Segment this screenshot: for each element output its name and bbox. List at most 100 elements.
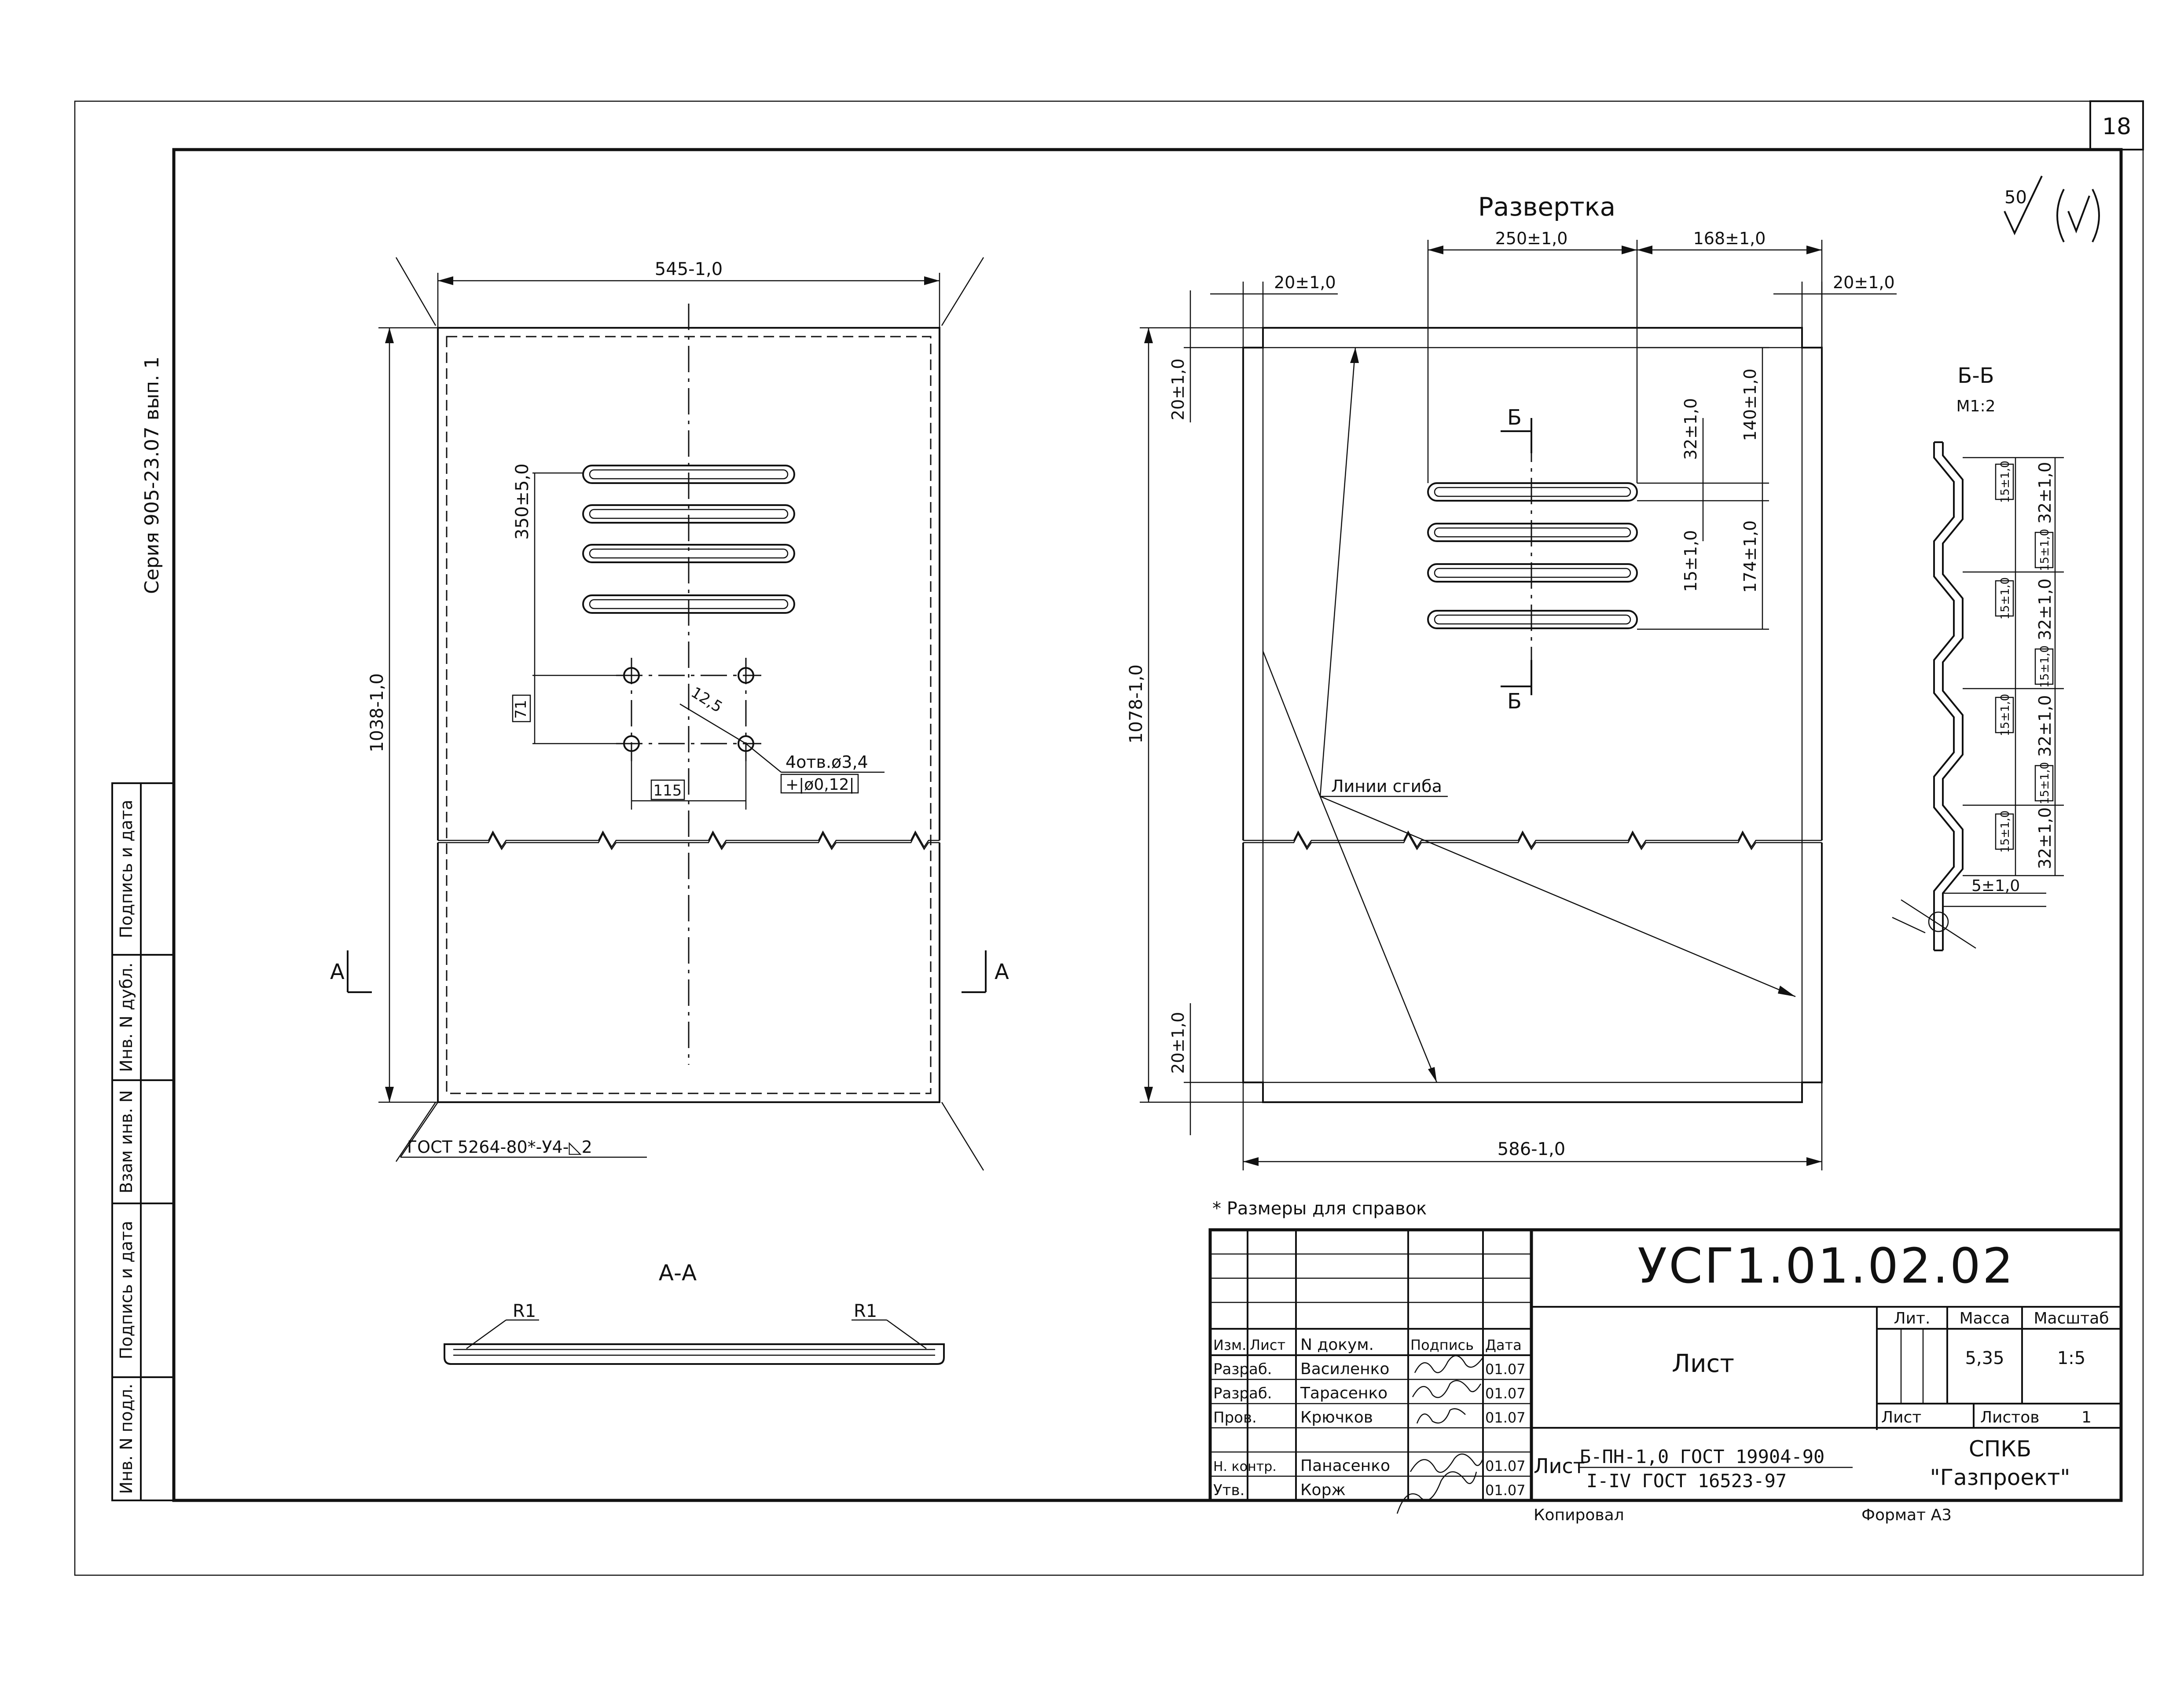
dim-20-top-left: 20±1,0 [1274, 273, 1336, 292]
svg-text:15±1,0: 15±1,0 [2038, 529, 2052, 571]
left-width-dim: 545-1,0 [655, 259, 723, 279]
section-b-bottom: Б [1507, 689, 1522, 714]
hole-h-dim: 115 [653, 782, 682, 799]
tb-role-1: Разраб. [1213, 1360, 1272, 1378]
reference-note: * Размеры для справок [1212, 1199, 1427, 1219]
tb-name-6: Корж [1300, 1481, 1346, 1499]
tb-material-top: Б-ПН-1,0 ГОСТ 19904-90 [1580, 1446, 1824, 1467]
section-b-top: Б [1507, 405, 1522, 430]
section-aa: А-А R1 R1 [444, 1260, 945, 1365]
hole-v-dim: 71 [512, 700, 530, 719]
tb-date-3: 01.07 [1485, 1409, 1526, 1426]
left-height-dim: 1038-1,0 [367, 673, 387, 752]
dim-174: 174±1,0 [1740, 521, 1760, 593]
section-a-left: А [330, 960, 345, 984]
tb-date-6: 01.07 [1485, 1482, 1526, 1499]
stamp-podpis-2: Подпись и дата [117, 800, 136, 939]
tb-header-list: Лист [1250, 1337, 1285, 1353]
tb-date-1: 01.07 [1485, 1361, 1526, 1378]
section-a-right: А [995, 960, 1009, 984]
dim-168: 168±1,0 [1693, 229, 1766, 248]
tb-scale-label: Масштаб [2034, 1309, 2109, 1327]
tb-header-date: Дата [1485, 1337, 1522, 1353]
hole-diag-dim: 12,5 [688, 684, 725, 716]
dim-1078: 1078-1,0 [1126, 664, 1146, 744]
dim-20-left-bottom: 20±1,0 [1168, 1012, 1188, 1074]
tb-org-1: СПКБ [1969, 1436, 2031, 1462]
tb-org-2: "Газпроект" [1930, 1465, 2070, 1490]
sheet-number-box [2089, 100, 2144, 150]
dim-20-left-top: 20±1,0 [1168, 359, 1188, 421]
sheet-number: 18 [2102, 114, 2131, 140]
tb-role-3: Пров. [1213, 1409, 1257, 1426]
inner-frame [172, 148, 2123, 1502]
svg-text:50: 50 [2004, 187, 2027, 208]
holes-tolerance: +|ø0,12| [786, 776, 855, 794]
development-view: Развертка 250±1,0 1 [1126, 192, 1897, 1170]
tb-name-5: Панасенко [1300, 1457, 1390, 1475]
mounting-holes [616, 658, 761, 761]
margin-stamp: Инв. N подл. Подпись и дата Взам инв. N … [111, 782, 175, 1501]
tb-name-1: Василенко [1300, 1360, 1389, 1378]
tb-mass: 5,35 [1965, 1348, 2004, 1368]
dim-32-dev: 32±1,0 [1681, 398, 1700, 460]
outer-frame [74, 100, 2144, 1576]
tb-date-2: 01.07 [1485, 1385, 1526, 1402]
left-view: 545-1,0 1038-1,0 350±5,0 71 115 12,5 4от… [330, 257, 1009, 1171]
dim-15-dev: 15±1,0 [1681, 530, 1700, 592]
tb-role-5: Н. контр. [1213, 1459, 1277, 1474]
bb-dim-32-1: 32±1,0 [2035, 462, 2055, 524]
slot-offset-dim: 350±5,0 [512, 463, 532, 539]
tb-material-bottom: I-IV ГОСТ 16523-97 [1586, 1470, 1787, 1492]
bb-small-dims: 15±1,0 15±1,0 15±1,0 15±1,0 15±1,0 15±1,… [1995, 461, 2054, 853]
vent-slots [582, 465, 795, 614]
tb-designation: УСГ1.01.02.02 [1637, 1238, 2015, 1294]
tb-header-izm: Изм. [1213, 1337, 1246, 1353]
svg-text:15±1,0: 15±1,0 [1999, 810, 2012, 853]
tb-sheet-label: Лист [1881, 1408, 1921, 1426]
section-bb-title: Б-Б [1957, 363, 1994, 388]
bb-dim-5: 5±1,0 [1971, 877, 2020, 895]
tb-role-2: Разраб. [1213, 1385, 1272, 1402]
tb-name-2: Тарасенко [1300, 1384, 1387, 1402]
svg-text:15±1,0: 15±1,0 [1999, 577, 2012, 620]
development-slots [1427, 482, 1638, 629]
bb-dim-32-4: 32±1,0 [2035, 807, 2055, 869]
tb-header-sign: Подпись [1410, 1337, 1474, 1353]
tb-name: Лист [1672, 1349, 1734, 1378]
tb-scale: 1:5 [2057, 1348, 2085, 1368]
bend-lines-label: Линии сгиба [1331, 777, 1442, 796]
section-aa-r-right: R1 [854, 1301, 877, 1321]
signatures [1396, 1355, 1484, 1514]
bb-dim-32-3: 32±1,0 [2035, 695, 2055, 757]
bb-dim-32-2: 32±1,0 [2035, 579, 2055, 641]
development-title: Развертка [1478, 192, 1615, 222]
svg-text:15±1,0: 15±1,0 [2038, 762, 2052, 804]
tb-mass-label: Масса [1960, 1309, 2010, 1327]
tb-format: Формат А3 [1861, 1506, 1952, 1524]
dim-20-top-right: 20±1,0 [1833, 273, 1895, 292]
tb-lit-label: Лит. [1894, 1309, 1931, 1327]
tb-sheets-count: 1 [2081, 1408, 2092, 1426]
tb-copied: Копировал [1534, 1506, 1624, 1524]
stamp-vzam: Взам инв. N [117, 1090, 136, 1194]
svg-text:15±1,0: 15±1,0 [2038, 645, 2052, 688]
series-label: Серия 905-23.07 вып. 1 [141, 356, 163, 594]
stamp-inv-dubl: Инв. N дубл. [117, 963, 136, 1072]
holes-note: 4отв.ø3,4 [786, 752, 868, 772]
section-bb-scale: М1:2 [1956, 397, 1996, 415]
tb-name-3: Крючков [1300, 1408, 1373, 1426]
section-aa-r-left: R1 [513, 1301, 536, 1321]
weld-note: ГОСТ 5264-80*-У4-◺2 [407, 1137, 592, 1157]
dim-140: 140±1,0 [1740, 369, 1760, 441]
tb-header-ndoc: N докум. [1300, 1336, 1374, 1354]
section-bb: Б-Б М1:2 32±1,0 32±1,0 32±1,0 32±1,0 15±… [1892, 363, 2064, 951]
roughness-symbol: 50 [2004, 176, 2100, 242]
svg-text:15±1,0: 15±1,0 [1999, 694, 2012, 736]
title-block: Изм. Лист N докум. Подпись Дата Разраб. … [1208, 1228, 2123, 1524]
tb-sheets-label: Листов [1980, 1408, 2039, 1426]
stamp-inv-podl: Инв. N подл. [117, 1383, 136, 1494]
tb-material-prefix: Лист [1534, 1454, 1585, 1478]
tb-date-5: 01.07 [1485, 1458, 1526, 1474]
